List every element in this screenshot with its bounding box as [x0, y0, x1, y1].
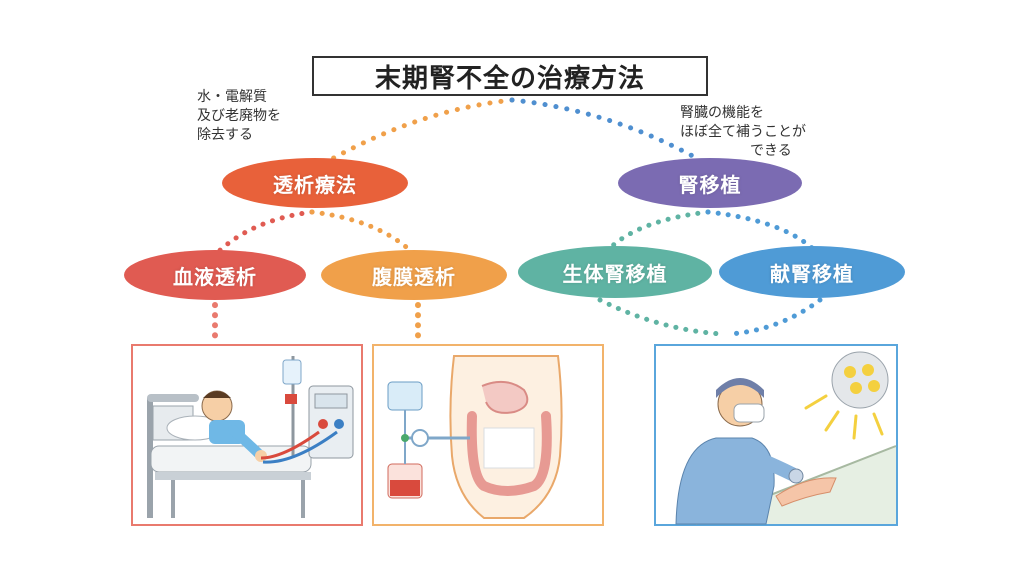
- surgical-cap: [716, 378, 764, 398]
- surgeon-gown: [675, 437, 775, 525]
- connector-deceased-panel: [727, 297, 823, 337]
- fluid-bag-top: [387, 381, 423, 411]
- lamp-rays: [804, 394, 884, 440]
- node-deceased-donor: 献腎移植: [719, 246, 905, 298]
- abdomen-illustration: [387, 355, 563, 519]
- panel-transplant: [654, 344, 898, 526]
- node-peritoneal: 腹膜透析: [321, 250, 507, 300]
- node-hemodialysis-label: 血液透析: [173, 264, 257, 289]
- node-living-donor: 生体腎移植: [518, 246, 712, 298]
- note-dialysis: 水・電解質 及び老廃物を 除去する: [197, 89, 281, 143]
- node-peritoneal-label: 腹膜透析: [372, 264, 456, 289]
- surgeon-illustration: [675, 351, 897, 525]
- patient-in-bed-illustration: [147, 356, 354, 518]
- connector-title-transplant: [509, 97, 703, 163]
- node-transplant-label: 腎移植: [678, 172, 742, 197]
- node-dialysis: 透析療法: [222, 158, 408, 208]
- intestine-shape: [466, 411, 552, 496]
- surgical-mask: [733, 403, 765, 423]
- panel-peritoneal: [372, 344, 604, 526]
- connector-transplant-living: [607, 209, 711, 251]
- connector-title-dialysis: [327, 97, 515, 163]
- stomach-shape: [481, 380, 529, 414]
- operating-lamp: [831, 351, 889, 409]
- connector-dialysis-hemo: [212, 209, 315, 258]
- node-transplant: 腎移植: [618, 158, 802, 208]
- node-hemodialysis: 血液透析: [124, 250, 306, 300]
- panel-hemodialysis: [131, 344, 363, 526]
- note-transplant: 腎臓の機能を ほぼ全て補うことが できる: [680, 105, 806, 159]
- bed-post-left: [147, 398, 153, 518]
- diagram-title: 末期腎不全の治療方法: [312, 56, 708, 96]
- node-deceased-donor-label: 献腎移植: [770, 261, 854, 286]
- connector-transplant-deceased: [705, 209, 815, 251]
- node-living-donor-label: 生体腎移植: [562, 261, 668, 286]
- node-dialysis-label: 透析療法: [273, 172, 357, 197]
- connector-dialysis-peritoneal: [309, 209, 418, 258]
- connector-living-panel: [597, 297, 725, 337]
